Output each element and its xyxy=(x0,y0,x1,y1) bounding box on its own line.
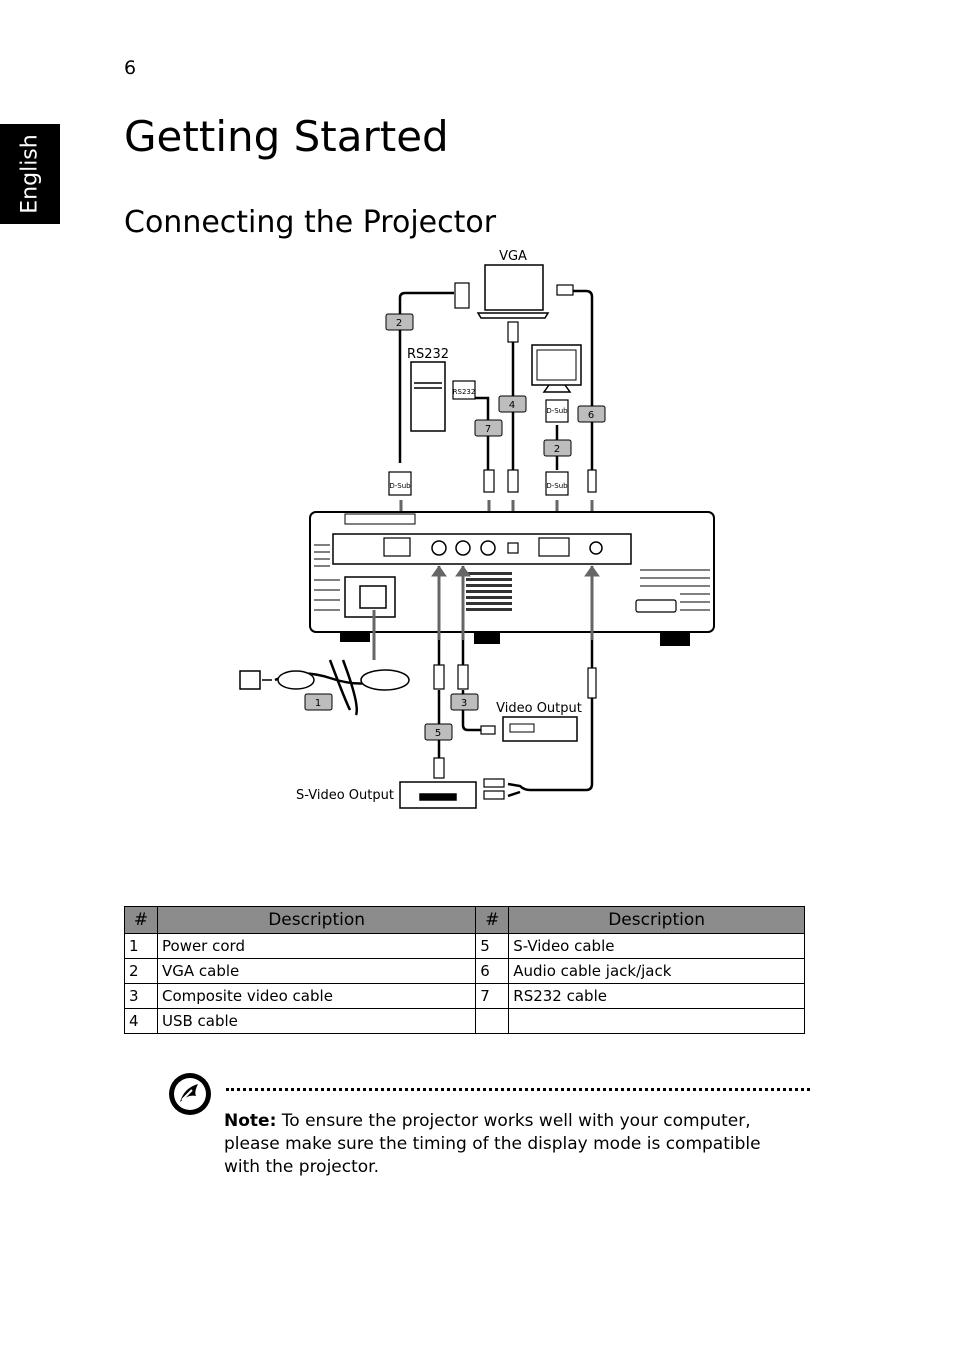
page-number: 6 xyxy=(124,57,137,79)
table-cell: 1 xyxy=(124,933,158,959)
svg-text:2: 2 xyxy=(396,318,402,329)
dsub-label: D-Sub xyxy=(546,482,568,490)
note-body: To ensure the projector works well with … xyxy=(224,1111,761,1177)
svg-text:1: 1 xyxy=(315,698,321,709)
video-output-device-icon xyxy=(502,716,578,742)
table-row: 1 Power cord 5 S-Video cable xyxy=(124,933,805,959)
dsub-label: D-Sub xyxy=(546,407,568,415)
table-cell: Audio cable jack/jack xyxy=(508,958,805,984)
svg-text:3: 3 xyxy=(461,698,467,709)
connectors xyxy=(388,282,597,496)
note-icon xyxy=(169,1073,211,1115)
callout-3: 3 xyxy=(450,693,479,711)
table-cell: Composite video cable xyxy=(156,983,477,1009)
table-cell: 2 xyxy=(124,958,158,984)
note-label: Note: xyxy=(224,1111,277,1131)
column-header: Description xyxy=(508,906,805,934)
column-header: # xyxy=(124,906,158,934)
column-header: Description xyxy=(156,906,477,934)
svideo-output-device-icon xyxy=(399,781,477,809)
table-cell: VGA cable xyxy=(156,958,477,984)
callout-6: 6 xyxy=(577,405,606,423)
output-arrows xyxy=(372,565,600,660)
svg-text:6: 6 xyxy=(588,410,594,421)
table-cell: S-Video cable xyxy=(508,933,805,959)
language-tab: English xyxy=(0,124,60,224)
language-tab-label: English xyxy=(17,134,43,214)
column-header: # xyxy=(475,906,510,934)
vga-label: VGA xyxy=(499,249,527,264)
table-header-row: # Description # Description xyxy=(124,906,805,934)
svg-text:2: 2 xyxy=(554,444,560,455)
table-cell: 5 xyxy=(475,933,510,959)
table-cell: 6 xyxy=(475,958,510,984)
table-row: 2 VGA cable 6 Audio cable jack/jack xyxy=(124,958,805,984)
page-title: Getting Started xyxy=(124,112,449,161)
callout-7: 7 xyxy=(474,419,503,437)
connectors-bottom xyxy=(433,664,597,800)
table-cell xyxy=(508,1008,805,1034)
svideo-output-label: S-Video Output xyxy=(296,788,394,803)
table-cell: 7 xyxy=(475,983,510,1009)
callout-badges: 1 2 2 3 4 5 6 7 xyxy=(304,313,606,741)
table-row: 4 USB cable xyxy=(124,1008,805,1034)
table-cell: USB cable xyxy=(156,1008,477,1034)
callout-5: 5 xyxy=(424,723,453,741)
connection-diagram: VGA RS232 D-Sub D-Sub D-Sub RS232 xyxy=(239,249,715,809)
note-text: Note: To ensure the projector works well… xyxy=(224,1110,784,1179)
note-divider xyxy=(226,1088,810,1091)
monitor-icon xyxy=(531,344,582,393)
table-cell: Power cord xyxy=(156,933,477,959)
cable-legend-table: # Description # Description 1 Power cord… xyxy=(124,906,805,1034)
power-cord-icon xyxy=(239,669,410,691)
svg-text:5: 5 xyxy=(435,728,441,739)
table-cell xyxy=(475,1008,510,1034)
rs232-label: RS232 xyxy=(407,347,449,362)
table-cell: 3 xyxy=(124,983,158,1009)
callout-2: 2 xyxy=(385,313,414,331)
laptop-icon xyxy=(476,264,550,319)
rs232-connector-label: RS232 xyxy=(453,388,476,396)
callout-1: 1 xyxy=(304,693,333,711)
desktop-pc-icon xyxy=(410,361,446,432)
video-output-label: Video Output xyxy=(496,701,582,716)
projector-icon xyxy=(309,511,715,646)
note-box: Note: To ensure the projector works well… xyxy=(166,1070,816,1190)
table-cell: RS232 cable xyxy=(508,983,805,1009)
table-row: 3 Composite video cable 7 RS232 cable xyxy=(124,983,805,1009)
svg-text:4: 4 xyxy=(509,400,515,411)
section-title: Connecting the Projector xyxy=(124,205,497,240)
dsub-label: D-Sub xyxy=(389,482,411,490)
callout-4: 4 xyxy=(498,395,527,413)
svg-text:7: 7 xyxy=(485,424,491,435)
callout-2b: 2 xyxy=(543,439,572,457)
table-cell: 4 xyxy=(124,1008,158,1034)
